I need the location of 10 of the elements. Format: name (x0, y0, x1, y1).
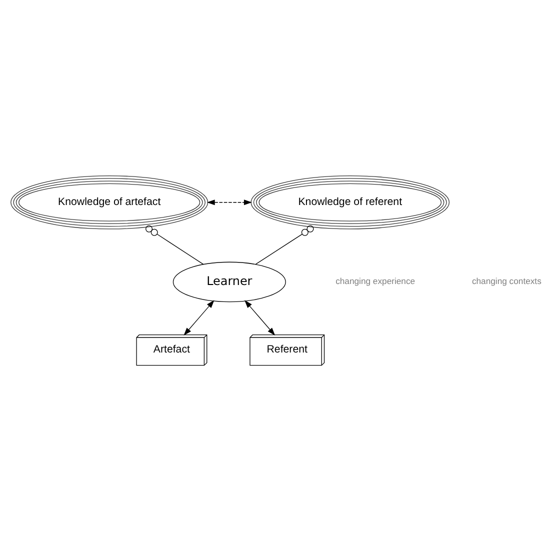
node-ellipse: Learner (172, 262, 286, 302)
node-ellipse: Knowledge of referent (250, 175, 450, 230)
connector (255, 225, 314, 265)
arrow (206, 200, 252, 206)
arrow (244, 300, 276, 336)
connector (146, 225, 204, 265)
label: changing experience (336, 276, 416, 286)
label: changing contexts (472, 276, 542, 286)
arrow (184, 300, 214, 336)
node-ellipse: Knowledge of artefact (10, 175, 208, 230)
